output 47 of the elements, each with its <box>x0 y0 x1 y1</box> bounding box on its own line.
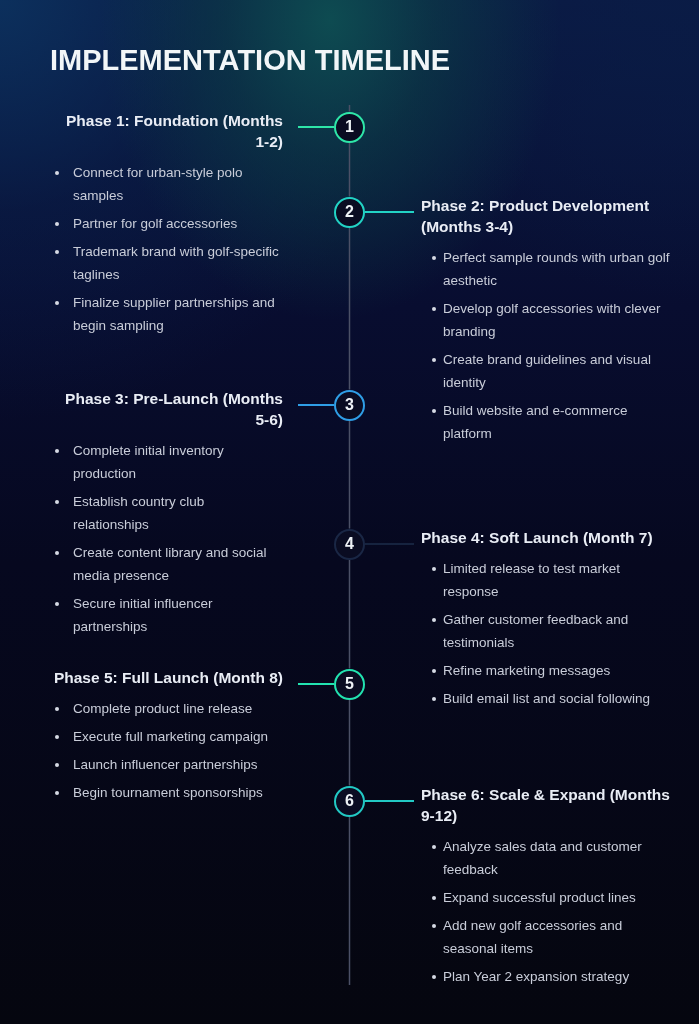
connector-line <box>297 683 335 685</box>
task-item: Complete initial inventory production <box>50 439 283 485</box>
task-item: Limited release to test market response <box>421 557 670 603</box>
task-item: Perfect sample rounds with urban golf aesthetic <box>421 246 670 292</box>
timeline-line <box>348 419 351 530</box>
task-item: Launch influencer partnerships <box>50 753 258 776</box>
task-item: Secure initial influencer partnerships <box>50 592 283 638</box>
task-item: Gather customer feedback and testimonials <box>421 608 670 654</box>
task-item: Complete product line release <box>50 697 253 720</box>
task-item: Begin tournament sponsorships <box>50 781 263 804</box>
task-item: Develop golf accessories with clever branding <box>421 297 670 343</box>
task-item: Establish country club relationships <box>50 490 283 536</box>
task-item: Expand successful product lines <box>421 886 636 909</box>
task-item: Plan Year 2 expansion strategy <box>421 965 630 988</box>
phase-heading: Phase 6: Scale & Expand (Months 9-12) <box>421 785 670 826</box>
timeline-line <box>348 698 351 787</box>
task-item: Build email list and social following <box>421 687 651 710</box>
connector-line <box>364 800 415 802</box>
step-circle: 5 <box>334 668 365 700</box>
title: IMPLEMENTATION TIMELINE <box>50 43 451 78</box>
step-circle: 4 <box>334 528 365 560</box>
phase-heading: Phase 4: Soft Launch (Month 7) <box>421 528 653 548</box>
task-item: Build website and e-commerce platform <box>421 399 670 445</box>
task-item: Execute full marketing campaign <box>50 725 269 748</box>
task-item: Add new golf accessories and seasonal items <box>421 914 670 960</box>
task-item: Trademark brand with golf-specific taglines <box>50 240 283 286</box>
task-item: Create brand guidelines and visual identity <box>421 348 670 394</box>
connector-line <box>297 126 335 128</box>
task-item: Partner for golf accessories <box>50 212 238 235</box>
timeline-line <box>348 226 351 391</box>
step-circle: 1 <box>334 111 365 143</box>
phase-heading: Phase 2: Product Development (Months 3-4) <box>421 196 651 237</box>
connector-line <box>364 211 415 213</box>
timeline-line <box>348 558 351 670</box>
step-circle: 6 <box>334 785 365 817</box>
phase-heading: Phase 3: Pre-Launch (Months 5-6) <box>64 389 283 430</box>
step-circle: 2 <box>334 196 365 228</box>
phase-heading: Phase 1: Foundation (Months 1-2) <box>65 111 283 152</box>
phase-heading: Phase 5: Full Launch (Month 8) <box>53 668 283 688</box>
task-item: Create content library and social media presence <box>50 541 283 587</box>
task-item: Refine marketing messages <box>421 659 611 682</box>
timeline-line <box>348 141 351 198</box>
connector-line <box>297 404 335 406</box>
step-circle: 3 <box>334 389 365 421</box>
task-item: Connect for urban-style polo samples <box>50 161 283 207</box>
task-item: Finalize supplier partnerships and begin sampling <box>50 291 283 337</box>
task-item: Analyze sales data and customer feedback <box>421 835 670 881</box>
